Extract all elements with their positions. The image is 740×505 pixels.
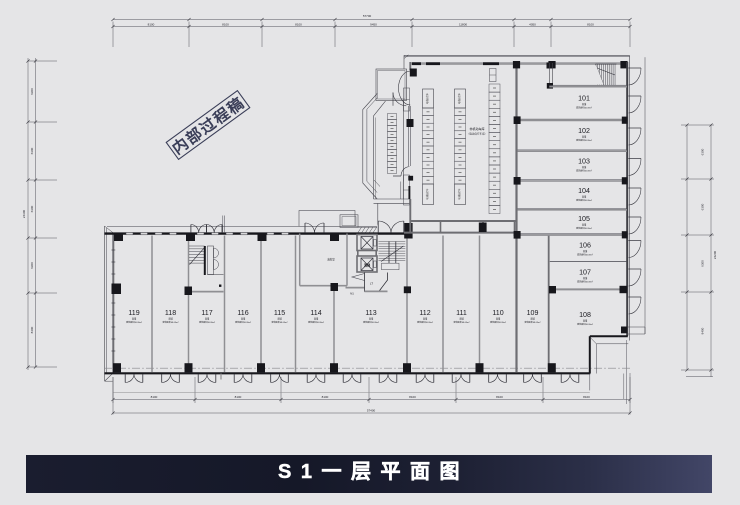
- svg-text:6300: 6300: [701, 203, 705, 210]
- svg-text:商铺: 商铺: [582, 135, 587, 139]
- svg-text:6300: 6300: [30, 147, 34, 154]
- svg-text:6300: 6300: [30, 205, 34, 212]
- svg-text:商铺: 商铺: [583, 318, 588, 322]
- svg-text:电动自行车: 电动自行车: [457, 188, 461, 200]
- svg-text:8100: 8100: [235, 395, 242, 399]
- svg-text:内部过程稿: 内部过程稿: [168, 93, 248, 158]
- svg-text:6300: 6300: [701, 148, 705, 155]
- svg-text:110: 110: [492, 309, 503, 317]
- svg-text:建筑面积68.09m²: 建筑面积68.09m²: [417, 320, 433, 324]
- svg-text:8100: 8100: [496, 395, 503, 399]
- svg-text:商铺: 商铺: [582, 194, 587, 198]
- svg-text:商铺: 商铺: [132, 316, 137, 320]
- svg-text:117: 117: [201, 309, 212, 317]
- svg-text:57700: 57700: [363, 14, 372, 18]
- svg-text:111: 111: [456, 309, 467, 317]
- svg-text:57400: 57400: [367, 409, 376, 413]
- svg-text:商铺: 商铺: [205, 316, 210, 320]
- svg-text:建筑面积68.09m²: 建筑面积68.09m²: [199, 320, 215, 324]
- svg-text:电动自行车: 电动自行车: [425, 188, 429, 200]
- svg-text:102: 102: [578, 127, 590, 135]
- svg-text:9450: 9450: [370, 22, 377, 26]
- svg-text:8100: 8100: [222, 22, 229, 26]
- svg-text:8100: 8100: [151, 395, 158, 399]
- svg-text:消控室: 消控室: [327, 258, 335, 262]
- svg-text:4050: 4050: [529, 22, 536, 26]
- svg-text:105: 105: [578, 215, 590, 223]
- svg-text:101: 101: [578, 94, 590, 102]
- svg-text:6300: 6300: [30, 88, 34, 95]
- svg-text:M1: M1: [350, 293, 354, 296]
- svg-text:112: 112: [419, 309, 430, 317]
- svg-text:商铺: 商铺: [583, 249, 588, 253]
- svg-text:非机动车库: 非机动车库: [469, 126, 484, 131]
- svg-text:商铺: 商铺: [459, 316, 464, 320]
- svg-text:建筑面积68.09m²: 建筑面积68.09m²: [576, 226, 592, 230]
- svg-text:建筑面积68.09m²: 建筑面积68.09m²: [490, 320, 506, 324]
- svg-text:114: 114: [310, 309, 321, 317]
- svg-text:商铺: 商铺: [582, 102, 587, 106]
- svg-text:11800: 11800: [459, 22, 467, 26]
- svg-text:建筑面积68.09m²: 建筑面积68.09m²: [454, 320, 470, 324]
- svg-text:商铺: 商铺: [369, 316, 374, 320]
- svg-text:电动自行车: 电动自行车: [457, 92, 461, 104]
- svg-text:6300: 6300: [30, 262, 34, 269]
- svg-text:商铺: 商铺: [496, 316, 501, 320]
- svg-text:109: 109: [527, 309, 539, 317]
- svg-text:建筑面积68.09m²: 建筑面积68.09m²: [577, 252, 593, 256]
- svg-text:LT: LT: [370, 282, 373, 286]
- svg-text:建筑面积68.09m²: 建筑面积68.09m²: [576, 168, 592, 172]
- svg-text:建筑面积68.09m²: 建筑面积68.09m²: [163, 320, 179, 324]
- svg-text:商铺: 商铺: [530, 316, 535, 320]
- svg-text:商铺: 商铺: [241, 316, 246, 320]
- svg-text:116: 116: [237, 309, 248, 317]
- svg-text:113: 113: [365, 309, 376, 317]
- svg-text:24200: 24200: [713, 250, 717, 259]
- svg-text:建筑面积68.09m²: 建筑面积68.09m²: [576, 138, 592, 142]
- svg-text:建筑面积68.09m²: 建筑面积68.09m²: [525, 320, 541, 324]
- svg-text:119: 119: [128, 309, 139, 317]
- svg-text:(电动自行车库): (电动自行车库): [469, 131, 486, 135]
- svg-text:建筑面积68.09m²: 建筑面积68.09m²: [272, 320, 288, 324]
- svg-text:8100: 8100: [295, 22, 302, 26]
- svg-text:106: 106: [579, 241, 591, 249]
- svg-text:商铺: 商铺: [423, 316, 428, 320]
- svg-text:建筑面积68.09m²: 建筑面积68.09m²: [576, 198, 592, 202]
- svg-text:建筑面积68.09m²: 建筑面积68.09m²: [576, 105, 592, 109]
- svg-text:建筑面积68.09m²: 建筑面积68.09m²: [235, 320, 251, 324]
- svg-text:建筑面积68.09m²: 建筑面积68.09m²: [577, 322, 593, 326]
- svg-text:107: 107: [579, 268, 591, 276]
- svg-text:8100: 8100: [322, 395, 329, 399]
- svg-text:103: 103: [578, 157, 590, 165]
- svg-text:8100: 8100: [587, 22, 594, 26]
- svg-text:商铺: 商铺: [168, 316, 173, 320]
- svg-text:建筑面积68.09m²: 建筑面积68.09m²: [577, 279, 593, 283]
- svg-text:115: 115: [274, 309, 285, 317]
- svg-text:商铺: 商铺: [314, 316, 319, 320]
- svg-text:8100: 8100: [409, 395, 416, 399]
- svg-text:建筑面积68.09m²: 建筑面积68.09m²: [308, 320, 324, 324]
- svg-text:建筑面积68.09m²: 建筑面积68.09m²: [126, 320, 142, 324]
- svg-text:8100: 8100: [583, 395, 590, 399]
- svg-text:商铺: 商铺: [277, 316, 282, 320]
- svg-text:6300: 6300: [701, 260, 705, 267]
- svg-text:8100: 8100: [148, 22, 155, 26]
- svg-text:104: 104: [578, 187, 590, 195]
- svg-text:8400: 8400: [30, 326, 34, 333]
- svg-text:商铺: 商铺: [582, 165, 587, 169]
- svg-text:消梯: 消梯: [364, 263, 371, 268]
- svg-text:24300: 24300: [22, 209, 26, 218]
- svg-text:电动自行车: 电动自行车: [425, 92, 429, 104]
- svg-text:118: 118: [165, 309, 176, 317]
- svg-text:8400: 8400: [701, 327, 705, 334]
- svg-text:商铺: 商铺: [582, 222, 587, 226]
- svg-text:建筑面积68.09m²: 建筑面积68.09m²: [363, 320, 379, 324]
- svg-text:108: 108: [579, 311, 591, 319]
- svg-text:商铺: 商铺: [583, 276, 588, 280]
